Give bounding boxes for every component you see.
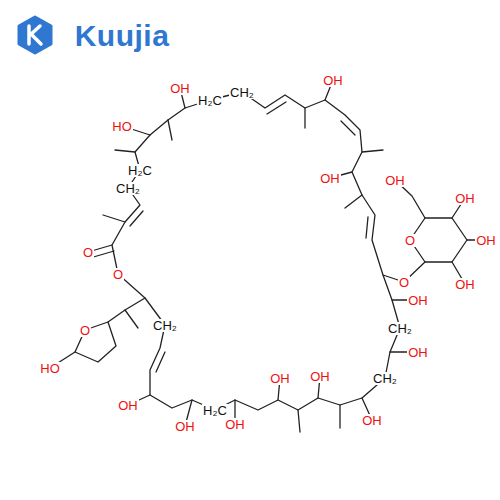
- atom-label: CH₂: [152, 319, 178, 332]
- atom-label: OH: [309, 370, 331, 383]
- atom-label: OH: [384, 174, 406, 187]
- atom-label: O: [404, 234, 416, 247]
- sugar-ring: [395, 180, 486, 284]
- atom-label: CH₂: [387, 322, 413, 335]
- atom-label: HO: [111, 120, 133, 133]
- atom-label: OH: [224, 418, 246, 431]
- substituent-bonds: [88, 80, 425, 432]
- macrocycle-backbone: [112, 92, 400, 410]
- watermark-text: Kuujia: [74, 21, 171, 51]
- double-bonds: [90, 102, 368, 372]
- atom-label: OH: [475, 234, 497, 247]
- atom-label: OH: [169, 82, 191, 95]
- atom-label: OH: [407, 346, 429, 359]
- atom-label: OH: [454, 192, 476, 205]
- atom-label: OH: [361, 414, 383, 427]
- atom-label: CH₂: [115, 182, 141, 195]
- atom-label: OH: [322, 74, 344, 87]
- atom-label: OH: [174, 420, 196, 433]
- atom-label: OH: [454, 278, 476, 291]
- atom-label: H₂C: [127, 164, 153, 177]
- atom-label: O: [79, 324, 91, 337]
- atom-label: OH: [117, 399, 139, 412]
- atom-label: HO: [39, 362, 61, 375]
- atom-label: O: [82, 246, 94, 259]
- atom-label: O: [112, 268, 124, 281]
- atom-label: H₂C: [197, 94, 223, 107]
- atom-label: OH: [269, 372, 291, 385]
- logo-icon: [19, 17, 51, 53]
- atom-label: CH₂: [372, 372, 398, 385]
- thf-ring: [50, 298, 145, 368]
- atom-label: O: [398, 276, 410, 289]
- atom-label: CH₂: [229, 86, 255, 99]
- atom-label: OH: [319, 172, 341, 185]
- atom-label: H₂C: [202, 404, 228, 417]
- atom-label: OH: [407, 294, 429, 307]
